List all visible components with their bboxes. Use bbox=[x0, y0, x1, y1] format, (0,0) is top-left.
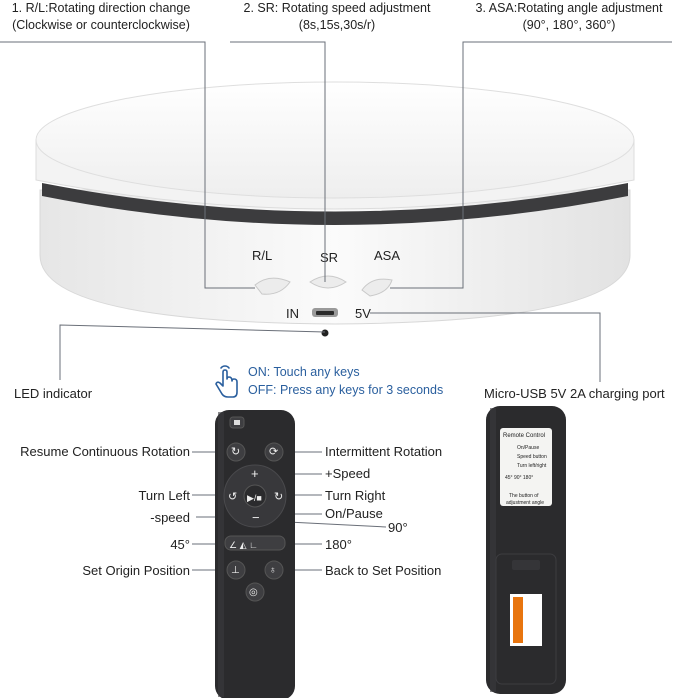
power-on-hint: ON: Touch any keys bbox=[248, 365, 360, 379]
label-resume-rotation: Resume Continuous Rotation bbox=[20, 444, 190, 459]
port-label-5v: 5V bbox=[355, 306, 371, 321]
sticker-row-turn: Turn left/right bbox=[517, 463, 547, 469]
label-speed-down: -speed bbox=[150, 510, 190, 525]
intermittent-rotation-icon[interactable]: ⟳ bbox=[269, 446, 279, 458]
label-back-to-set: Back to Set Position bbox=[325, 563, 442, 578]
header-col2-title: 2. SR: Rotating speed adjustment bbox=[243, 1, 431, 15]
sticker-angles: 45° 90° 180° bbox=[505, 475, 534, 481]
speed-down-button[interactable]: − bbox=[252, 510, 260, 525]
power-off-hint: OFF: Press any keys for 3 seconds bbox=[248, 383, 444, 397]
resume-rotation-icon[interactable]: ↻ bbox=[231, 446, 241, 458]
sticker-row-speed: Speed button bbox=[517, 454, 547, 460]
header-col2: 2. SR: Rotating speed adjustment (8s,15s… bbox=[228, 0, 446, 34]
turn-right-icon[interactable]: ↻ bbox=[274, 491, 284, 503]
header-col1: 1. R/L:Rotating direction change (Clockw… bbox=[0, 0, 206, 34]
sticker-title: Remote Control bbox=[503, 433, 546, 439]
remote-front bbox=[215, 410, 295, 698]
button-label-rl: R/L bbox=[252, 248, 273, 263]
usb-port-label: Micro-USB 5V 2A charging port bbox=[484, 386, 665, 401]
header-col2-sub: (8s,15s,30s/r) bbox=[298, 18, 376, 32]
label-180-degree: 180° bbox=[325, 537, 352, 552]
label-intermittent-rotation: Intermittent Rotation bbox=[325, 444, 443, 459]
header-col3-title: 3. ASA:Rotating angle adjustment bbox=[475, 1, 663, 15]
label-on-pause: On/Pause bbox=[325, 506, 383, 521]
remote-back bbox=[486, 406, 566, 694]
port-label-in: IN bbox=[286, 306, 299, 321]
header-col1-sub: (Clockwise or counterclockwise) bbox=[12, 18, 190, 32]
back-to-set-icon[interactable]: ♁ bbox=[269, 565, 277, 576]
touch-hand-icon bbox=[215, 365, 238, 398]
header-col3: 3. ASA:Rotating angle adjustment (90°, 1… bbox=[460, 0, 678, 34]
label-turn-left: Turn Left bbox=[138, 488, 190, 503]
header-col1-title: 1. R/L:Rotating direction change bbox=[11, 1, 191, 15]
label-set-origin: Set Origin Position bbox=[82, 563, 190, 578]
sticker-note-line1: The button of bbox=[509, 493, 539, 499]
play-pause-icon[interactable]: ▶/■ bbox=[247, 493, 262, 503]
turn-left-icon[interactable]: ↺ bbox=[228, 491, 238, 503]
label-turn-right: Turn Right bbox=[325, 488, 386, 503]
angle-buttons-icon[interactable]: ∠ ◭ ∟ bbox=[229, 540, 258, 550]
label-speed-up: +Speed bbox=[325, 466, 371, 481]
mode-button-icon[interactable]: ◎ bbox=[249, 587, 258, 598]
label-90-degree: 90° bbox=[388, 520, 408, 535]
set-origin-icon[interactable]: ⊥ bbox=[231, 565, 240, 576]
label-45-degree: 45° bbox=[170, 537, 190, 552]
header-col3-sub: (90°, 180°, 360°) bbox=[522, 18, 616, 32]
speed-up-button[interactable]: + bbox=[251, 466, 259, 481]
led-indicator-label: LED indicator bbox=[14, 386, 93, 401]
sticker-note-line2: adjustment angle bbox=[506, 500, 545, 506]
turntable-illustration bbox=[35, 81, 635, 337]
button-label-asa: ASA bbox=[374, 248, 401, 263]
sticker-row-on-pause: On/Pause bbox=[517, 445, 540, 451]
